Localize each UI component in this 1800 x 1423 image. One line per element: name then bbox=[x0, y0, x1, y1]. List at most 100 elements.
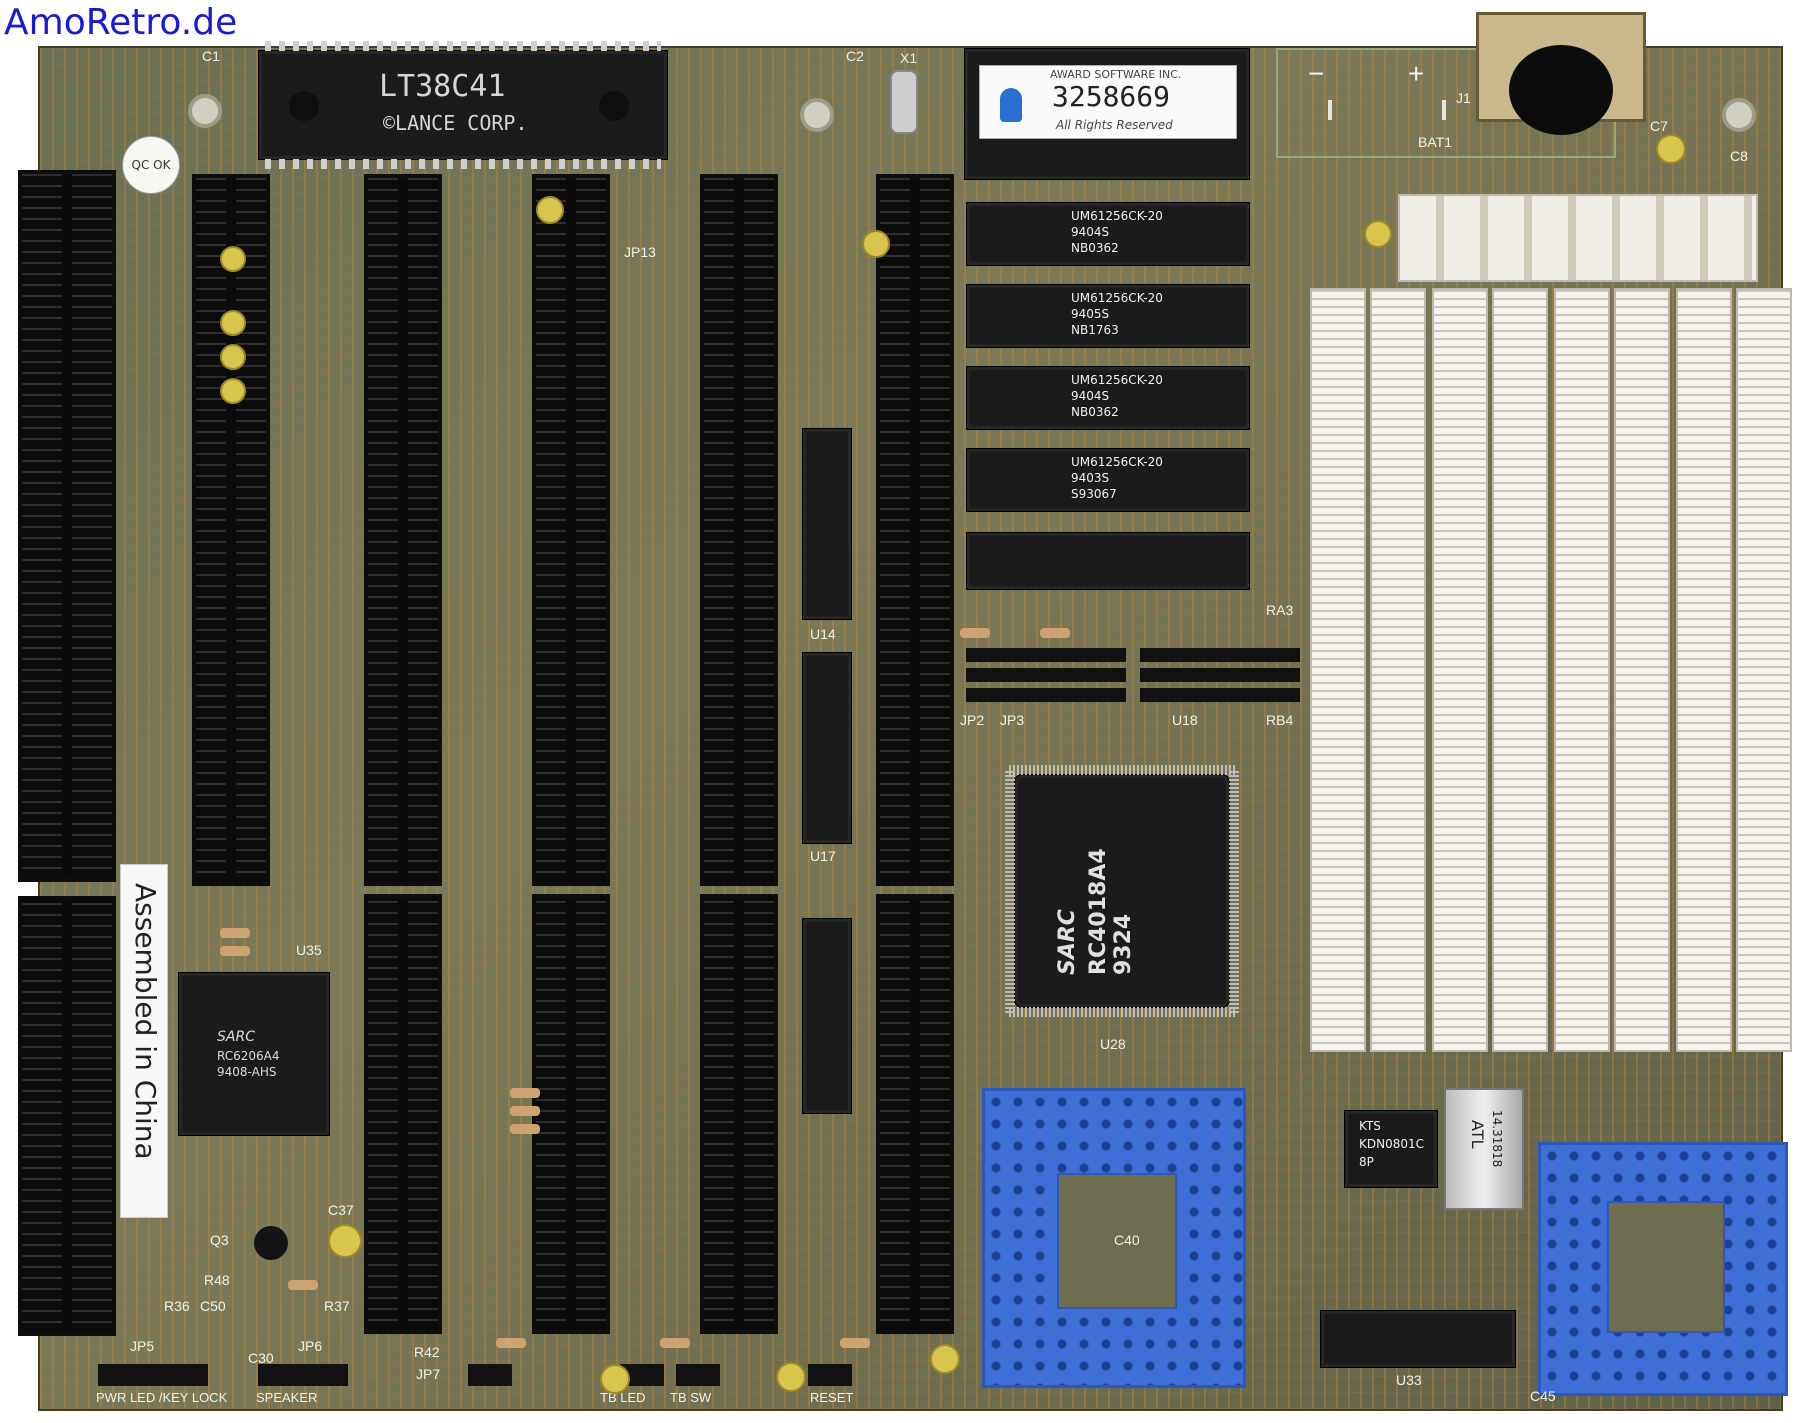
simm-slot[interactable] bbox=[1492, 288, 1548, 1052]
simm-slot[interactable] bbox=[1432, 288, 1488, 1052]
isa-slot[interactable] bbox=[532, 174, 610, 886]
jp2-label: JP2 bbox=[960, 712, 985, 728]
assembled-sticker: Assembled in China bbox=[120, 864, 168, 1218]
isa-slot[interactable] bbox=[700, 174, 778, 886]
c30-label: C30 bbox=[248, 1350, 274, 1366]
mounting-hole bbox=[800, 98, 834, 132]
c2-label: C2 bbox=[846, 48, 864, 64]
isa-slot-extension[interactable] bbox=[700, 894, 778, 1334]
bios-brand: AWARD SOFTWARE INC. bbox=[1050, 68, 1182, 81]
ram-chip-part: UM61256CK-20 bbox=[1071, 209, 1163, 223]
qc-label: QC OK bbox=[131, 158, 171, 172]
ram-chip-3: UM61256CK-20 9404S NB0362 bbox=[966, 366, 1250, 430]
keyboard-connector[interactable] bbox=[1476, 12, 1646, 135]
power-connector[interactable] bbox=[1398, 194, 1758, 282]
din-socket bbox=[1509, 45, 1613, 135]
kts-chip: KTS KDN0801C 8P bbox=[1344, 1110, 1438, 1188]
capacitor bbox=[776, 1362, 806, 1392]
resistor bbox=[660, 1338, 690, 1348]
socket-center bbox=[1607, 1201, 1725, 1333]
u14-label: U14 bbox=[810, 626, 836, 642]
battery-symbol-icon bbox=[1328, 100, 1446, 120]
isa-slot-extension[interactable] bbox=[876, 894, 954, 1334]
jp5-header[interactable] bbox=[98, 1364, 208, 1386]
fpu-socket[interactable] bbox=[982, 1088, 1246, 1388]
capacitor bbox=[536, 196, 564, 224]
simm-slot[interactable] bbox=[1310, 288, 1366, 1052]
capacitor-c37 bbox=[328, 1224, 362, 1258]
turbo-sw-header[interactable] bbox=[676, 1364, 720, 1386]
resistor-pack bbox=[966, 648, 1126, 662]
lance-chip: LT38C41 ©LANCE CORP. bbox=[258, 41, 668, 169]
isa-slot[interactable] bbox=[364, 174, 442, 886]
x1-label: X1 bbox=[900, 50, 918, 66]
reset-label: RESET bbox=[810, 1390, 854, 1405]
c37-label: C37 bbox=[328, 1202, 354, 1218]
simm-slot[interactable] bbox=[1614, 288, 1670, 1052]
ram-chip-code: 9404S bbox=[1071, 225, 1110, 239]
isa-slot-extension[interactable] bbox=[532, 894, 610, 1334]
speaker-label: SPEAKER bbox=[256, 1390, 318, 1405]
bios-rights: All Rights Reserved bbox=[1056, 118, 1173, 132]
ram-chip-lot: NB0362 bbox=[1071, 241, 1119, 255]
simm-slot[interactable] bbox=[1736, 288, 1792, 1052]
ram-chip-lot: NB0362 bbox=[1071, 405, 1119, 419]
capacitor bbox=[220, 310, 246, 336]
io-chip: SARC RC6206A4 9408-AHS bbox=[178, 972, 330, 1136]
c1-label: C1 bbox=[202, 48, 220, 64]
battery-plus: + bbox=[1408, 58, 1425, 89]
bat1-label: BAT1 bbox=[1418, 134, 1452, 150]
u18-label: U18 bbox=[1172, 712, 1198, 728]
isa-slot-extension[interactable] bbox=[18, 896, 116, 1336]
jp6-header[interactable] bbox=[258, 1364, 348, 1386]
io-chip-date: 9408-AHS bbox=[217, 1065, 277, 1079]
award-logo-icon bbox=[1000, 88, 1022, 122]
lance-chip-maker: ©LANCE CORP. bbox=[383, 111, 528, 135]
reset-header[interactable] bbox=[808, 1364, 852, 1386]
turbo-led-header[interactable] bbox=[620, 1364, 664, 1386]
cpu-model: RC4018A4 bbox=[1086, 848, 1111, 975]
cpu-pins-top bbox=[1009, 765, 1235, 775]
simm-slot[interactable] bbox=[1676, 288, 1732, 1052]
resistor bbox=[510, 1106, 540, 1116]
resistor bbox=[288, 1280, 318, 1290]
jp7-header[interactable] bbox=[468, 1364, 512, 1386]
resistor bbox=[510, 1088, 540, 1098]
jp5-label: JP5 bbox=[130, 1338, 155, 1354]
c7-label: C7 bbox=[1650, 118, 1668, 134]
mounting-hole bbox=[188, 94, 222, 128]
battery-minus: − bbox=[1308, 58, 1325, 89]
r48-label: R48 bbox=[204, 1272, 230, 1288]
ram-chip-4: UM61256CK-20 9403S S93067 bbox=[966, 448, 1250, 512]
resistor bbox=[510, 1124, 540, 1134]
cpu-chip: SARC RC4018A4 9324 bbox=[1005, 765, 1239, 1017]
simm-slot[interactable] bbox=[1370, 288, 1426, 1052]
kts-line3: 8P bbox=[1359, 1155, 1374, 1169]
ttl-chip bbox=[802, 652, 852, 844]
bios-chip: AWARD SOFTWARE INC. 3258669 All Rights R… bbox=[964, 48, 1250, 180]
ram-chip-part: UM61256CK-20 bbox=[1071, 291, 1163, 305]
second-socket[interactable] bbox=[1538, 1142, 1788, 1396]
ttl-chip bbox=[802, 428, 852, 620]
turbo-sw-label: TB SW bbox=[670, 1390, 712, 1405]
oscillator-brand: ATL bbox=[1468, 1120, 1487, 1149]
jp6-label: JP6 bbox=[298, 1338, 323, 1354]
chip-dot bbox=[289, 91, 319, 121]
isa-slot[interactable] bbox=[192, 174, 270, 886]
isa-slot[interactable] bbox=[876, 174, 954, 886]
r37-label: R37 bbox=[324, 1298, 350, 1314]
power-led-label: PWR LED /KEY LOCK bbox=[96, 1390, 228, 1405]
chip-pins bbox=[265, 41, 661, 51]
isa-slot-extension[interactable] bbox=[364, 894, 442, 1334]
isa-slot[interactable] bbox=[18, 170, 116, 882]
bios-number: 3258669 bbox=[1052, 80, 1171, 113]
io-chip-brand: SARC bbox=[217, 1029, 255, 1045]
bios-sticker: AWARD SOFTWARE INC. 3258669 All Rights R… bbox=[979, 65, 1237, 139]
jp7-label: JP7 bbox=[416, 1366, 441, 1382]
simm-slot[interactable] bbox=[1554, 288, 1610, 1052]
ram-chip-2: UM61256CK-20 9405S NB1763 bbox=[966, 284, 1250, 348]
resistor bbox=[960, 628, 990, 638]
cpu-pins-right bbox=[1229, 769, 1239, 1013]
ram-chip-lot: NB1763 bbox=[1071, 323, 1119, 337]
r36-label: R36 bbox=[164, 1298, 190, 1314]
